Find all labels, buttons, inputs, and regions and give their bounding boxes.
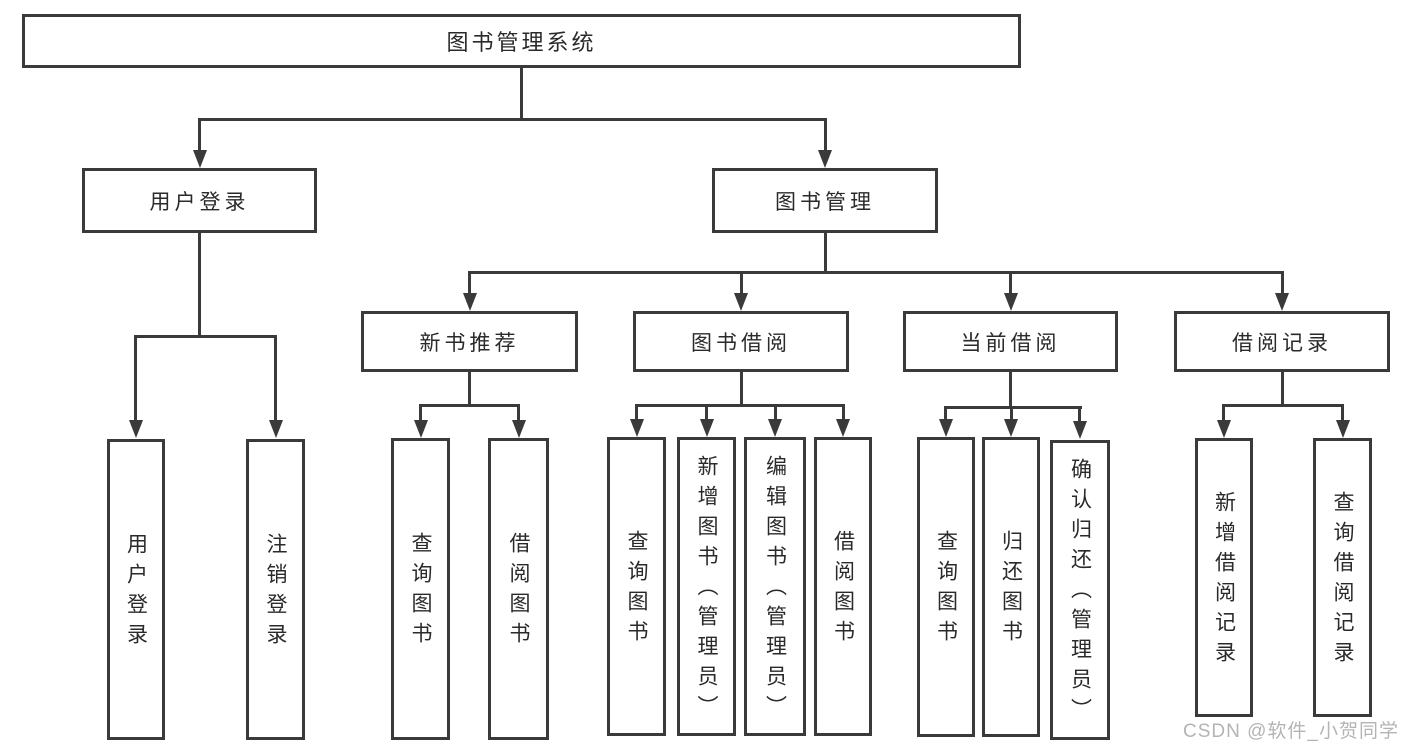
node-bb-query-book: 查询图书 [607, 437, 666, 736]
arrow-down-icon [734, 293, 748, 311]
arrow-down-icon [414, 420, 428, 438]
connector-branchC-rail [944, 406, 1082, 409]
node-bb-edit-book: 编辑图书（管理员） [744, 437, 806, 736]
connector-arrow-shaft [944, 406, 947, 420]
node-rec-borrow-book: 借阅图书 [488, 438, 549, 740]
connector-arrow-shaft [134, 335, 137, 421]
node-new-book-recommend: 新书推荐 [361, 311, 578, 372]
node-br-add-record: 新增借阅记录 [1195, 438, 1253, 717]
csdn-watermark: CSDN @软件_小贺同学 [1183, 721, 1399, 742]
connector-branchA-stub [468, 372, 471, 407]
connector-arrow-shaft [774, 404, 777, 420]
node-cb-confirm-return: 确认归还（管理员） [1050, 440, 1110, 740]
arrow-down-icon [1004, 293, 1018, 311]
node-borrow-records: 借阅记录 [1174, 311, 1390, 372]
connector-level2-rail [198, 118, 827, 121]
connector-arrow-shaft [419, 404, 422, 421]
connector-branchA-rail [419, 404, 520, 407]
arrow-down-icon [129, 420, 143, 438]
connector-arrow-shaft [705, 404, 708, 420]
connector-branchC-stub [1009, 372, 1012, 409]
connector-arrow-shaft [1009, 271, 1012, 295]
arrow-down-icon [768, 419, 782, 437]
node-cb-query-book: 查询图书 [917, 437, 975, 737]
node-bb-borrow-book: 借阅图书 [814, 437, 872, 736]
node-logout: 注销登录 [246, 439, 305, 740]
connector-arrow-shaft [740, 271, 743, 295]
connector-userlogin-rail [135, 335, 277, 338]
node-current-borrow: 当前借阅 [903, 311, 1118, 372]
node-user-login-group: 用户登录 [82, 168, 317, 233]
connector-arrow-shaft [842, 404, 845, 420]
connector-arrow-shaft [1078, 406, 1081, 422]
arrow-down-icon [836, 419, 850, 437]
arrow-down-icon [1073, 421, 1087, 439]
connector-branchB-rail [635, 404, 845, 407]
arrow-down-icon [463, 293, 477, 311]
connector-arrow-shaft [1341, 404, 1344, 421]
arrow-down-icon [1004, 419, 1018, 437]
node-bb-add-book: 新增图书（管理员） [677, 437, 736, 736]
connector-userlogin-stub [198, 233, 201, 338]
arrow-down-icon [1217, 420, 1231, 438]
arrow-down-icon [700, 419, 714, 437]
node-cb-return-book: 归还图书 [982, 437, 1040, 737]
node-root: 图书管理系统 [22, 14, 1021, 68]
node-rec-query-book: 查询图书 [391, 438, 450, 740]
connector-arrow-shaft [1010, 406, 1013, 420]
connector-arrow-shaft [517, 404, 520, 421]
connector-level3-rail [468, 271, 1284, 274]
connector-arrow-shaft [635, 404, 638, 420]
node-br-query-record: 查询借阅记录 [1313, 438, 1372, 717]
arrow-down-icon [1275, 293, 1289, 311]
arrow-down-icon [939, 419, 953, 437]
node-book-management: 图书管理 [712, 168, 938, 233]
arrow-down-icon [512, 420, 526, 438]
connector-branchD-rail [1222, 404, 1344, 407]
arrow-down-icon [630, 419, 644, 437]
connector-branchD-stub [1281, 372, 1284, 407]
connector-arrow-shaft [824, 118, 827, 151]
connector-root-stub [520, 67, 523, 120]
connector-branchB-stub [740, 372, 743, 407]
connector-arrow-shaft [1281, 271, 1284, 295]
arrow-down-icon [818, 150, 832, 168]
node-book-borrow: 图书借阅 [633, 311, 849, 372]
connector-bookmgmt-stub [824, 233, 827, 274]
arrow-down-icon [193, 150, 207, 168]
connector-arrow-shaft [1222, 404, 1225, 421]
connector-arrow-shaft [198, 118, 201, 151]
node-user-login: 用户登录 [107, 439, 165, 740]
arrow-down-icon [269, 420, 283, 438]
connector-arrow-shaft [468, 271, 471, 295]
arrow-down-icon [1336, 420, 1350, 438]
connector-arrow-shaft [274, 335, 277, 421]
